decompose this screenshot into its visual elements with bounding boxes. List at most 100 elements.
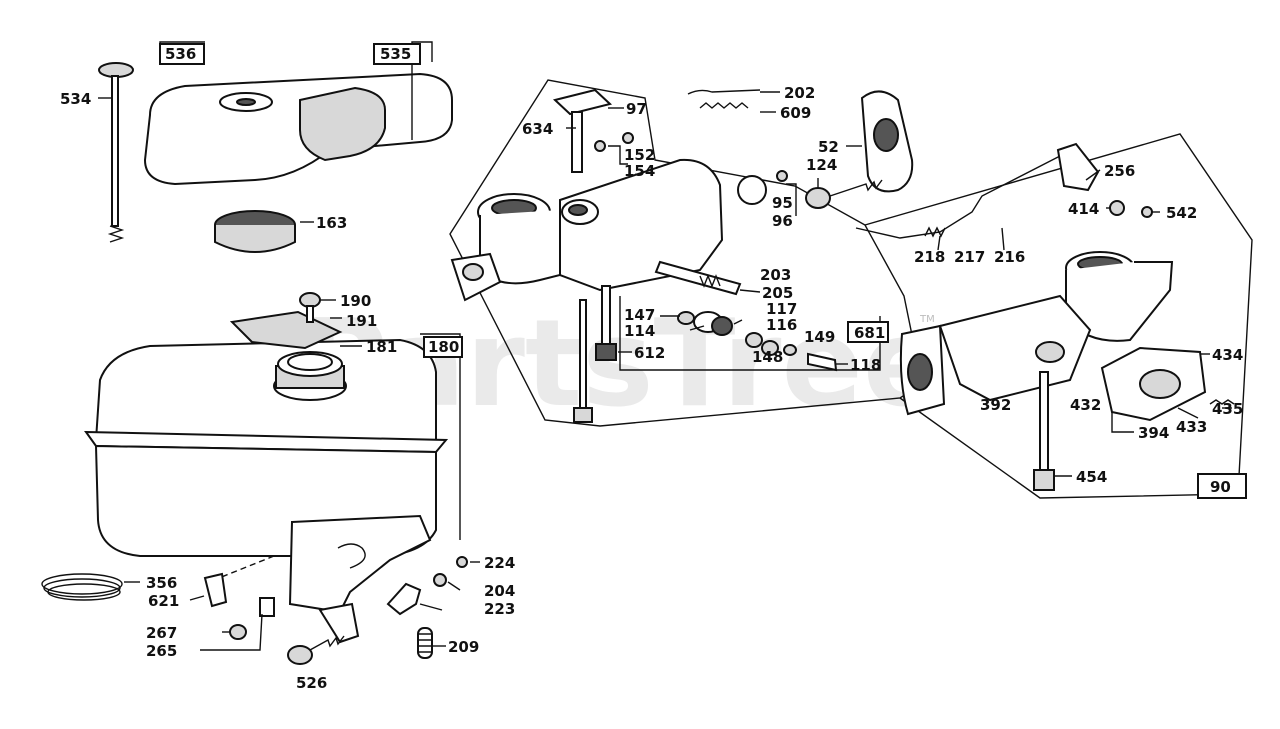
clip-621-drawing: [203, 572, 228, 608]
callout-box-681: [847, 321, 889, 343]
spring-209-coils: [418, 633, 432, 653]
spring-152-drawing: [594, 140, 606, 152]
screw-435-drawing: [1209, 399, 1235, 405]
callout-190: 190: [340, 292, 371, 310]
fuel-line-coil-2: [43, 578, 121, 598]
spring-209-drawing: [417, 627, 433, 659]
carb-body-drawing: [559, 158, 724, 292]
pump-diaphragm-drawing: [1139, 369, 1181, 399]
callout-434: 434: [1212, 346, 1243, 364]
choke-shaft-drawing: [571, 111, 583, 173]
air-cleaner-group: [98, 41, 453, 253]
callout-180: 180: [428, 338, 459, 356]
gasket-52-hole: [873, 118, 899, 152]
callout-432: 432: [1070, 396, 1101, 414]
callout-435: 435: [1212, 400, 1243, 418]
watermark-trademark: TM: [919, 314, 935, 325]
carburetor-group: [449, 79, 923, 427]
part-148-drawing: [761, 340, 779, 356]
callout-202: 202: [784, 84, 815, 102]
screw-124-thread: [829, 179, 883, 197]
carb-flange-hole: [462, 263, 484, 281]
callout-433: 433: [1176, 418, 1207, 436]
callout-265: 265: [146, 642, 177, 660]
part-147-drawing: [677, 311, 695, 325]
part-96-drawing: [737, 175, 767, 205]
callout-542: 542: [1166, 204, 1197, 222]
air-cleaner-cover-drawing: [143, 72, 453, 186]
lever-223-drawing: [386, 582, 422, 616]
callout-box-180: [423, 336, 463, 358]
screw-190-shank: [306, 305, 314, 323]
callout-612: 612: [634, 344, 665, 362]
fuel-tank-group: [41, 292, 468, 665]
plate-tab-drawing: [318, 602, 360, 644]
dipstick-rod-drawing: [111, 75, 119, 227]
callout-97: 97: [626, 100, 647, 118]
callout-217: 217: [954, 248, 985, 266]
callout-535: 535: [380, 45, 411, 63]
callout-labels: 534 536 535 163 190 191 181 180 356 621 …: [60, 45, 1243, 692]
clamp-265-drawing: [259, 597, 275, 617]
callout-box-90: [1197, 473, 1247, 499]
callout-224: 224: [484, 554, 515, 572]
mounting-plate-drawing: [288, 514, 432, 614]
filter-element-drawing: [299, 86, 386, 162]
spring-217-drawing: [924, 226, 946, 238]
fitting-432-drawing: [1035, 341, 1065, 363]
washer-414-drawing: [1109, 200, 1125, 216]
callout-392: 392: [980, 396, 1011, 414]
carb-boss-hole: [568, 204, 588, 216]
callout-box-535: [373, 43, 421, 65]
callout-box-536: [159, 43, 205, 65]
nut-454-drawing: [1033, 469, 1055, 491]
callout-95: 95: [772, 194, 793, 212]
part-149-drawing: [783, 344, 797, 356]
fuel-line-coil-3: [47, 583, 121, 601]
part-95-drawing: [776, 170, 788, 182]
needle-rod-drawing: [601, 285, 611, 347]
callout-154: 154: [624, 162, 655, 180]
callout-536: 536: [165, 45, 196, 63]
link-216-drawing: [855, 155, 1061, 239]
link-202-drawing: [687, 89, 761, 95]
bowl-nut-drawing: [573, 407, 593, 423]
lever-256-drawing: [1056, 142, 1100, 192]
fuel-line-coil-1: [41, 573, 123, 595]
callout-181: 181: [366, 338, 397, 356]
callout-534: 534: [60, 90, 91, 108]
governor-exploded-outline: [864, 133, 1253, 499]
washer-154-drawing: [622, 132, 634, 144]
screw-190-drawing: [299, 292, 321, 308]
bracket-394: [1111, 412, 1134, 433]
callout-394: 394: [1138, 424, 1169, 442]
screw-224-drawing: [456, 556, 468, 568]
pin-433-drawing: [1177, 407, 1199, 419]
screw-203-thread: [699, 274, 721, 288]
callout-356: 356: [146, 574, 177, 592]
callout-454: 454: [1076, 468, 1107, 486]
callout-681: 681: [854, 324, 885, 342]
nut-612-drawing: [595, 343, 617, 361]
bolt-526-thread: [309, 635, 345, 651]
clip-542-drawing: [1141, 206, 1153, 218]
carburetor-exploded-outline: [449, 79, 923, 427]
box-180-bracket: [420, 333, 461, 540]
callout-148: 148: [752, 348, 783, 366]
spring-609-drawing: [699, 102, 749, 109]
callout-116: 116: [766, 316, 797, 334]
callout-205: 205: [762, 284, 793, 302]
callout-609: 609: [780, 104, 811, 122]
screw-267-drawing: [229, 624, 247, 640]
callout-114: 114: [624, 322, 655, 340]
choke-lever-drawing: [552, 88, 613, 116]
callout-163: 163: [316, 214, 347, 232]
gasket-side-drawing: [214, 225, 296, 253]
callout-90: 90: [1210, 478, 1231, 496]
callout-118: 118: [850, 356, 881, 374]
callout-152: 152: [624, 146, 655, 164]
screw-203-drawing: [654, 260, 742, 296]
filler-cap-knob-drawing: [287, 353, 333, 371]
tank-top-drawing: [94, 338, 437, 441]
